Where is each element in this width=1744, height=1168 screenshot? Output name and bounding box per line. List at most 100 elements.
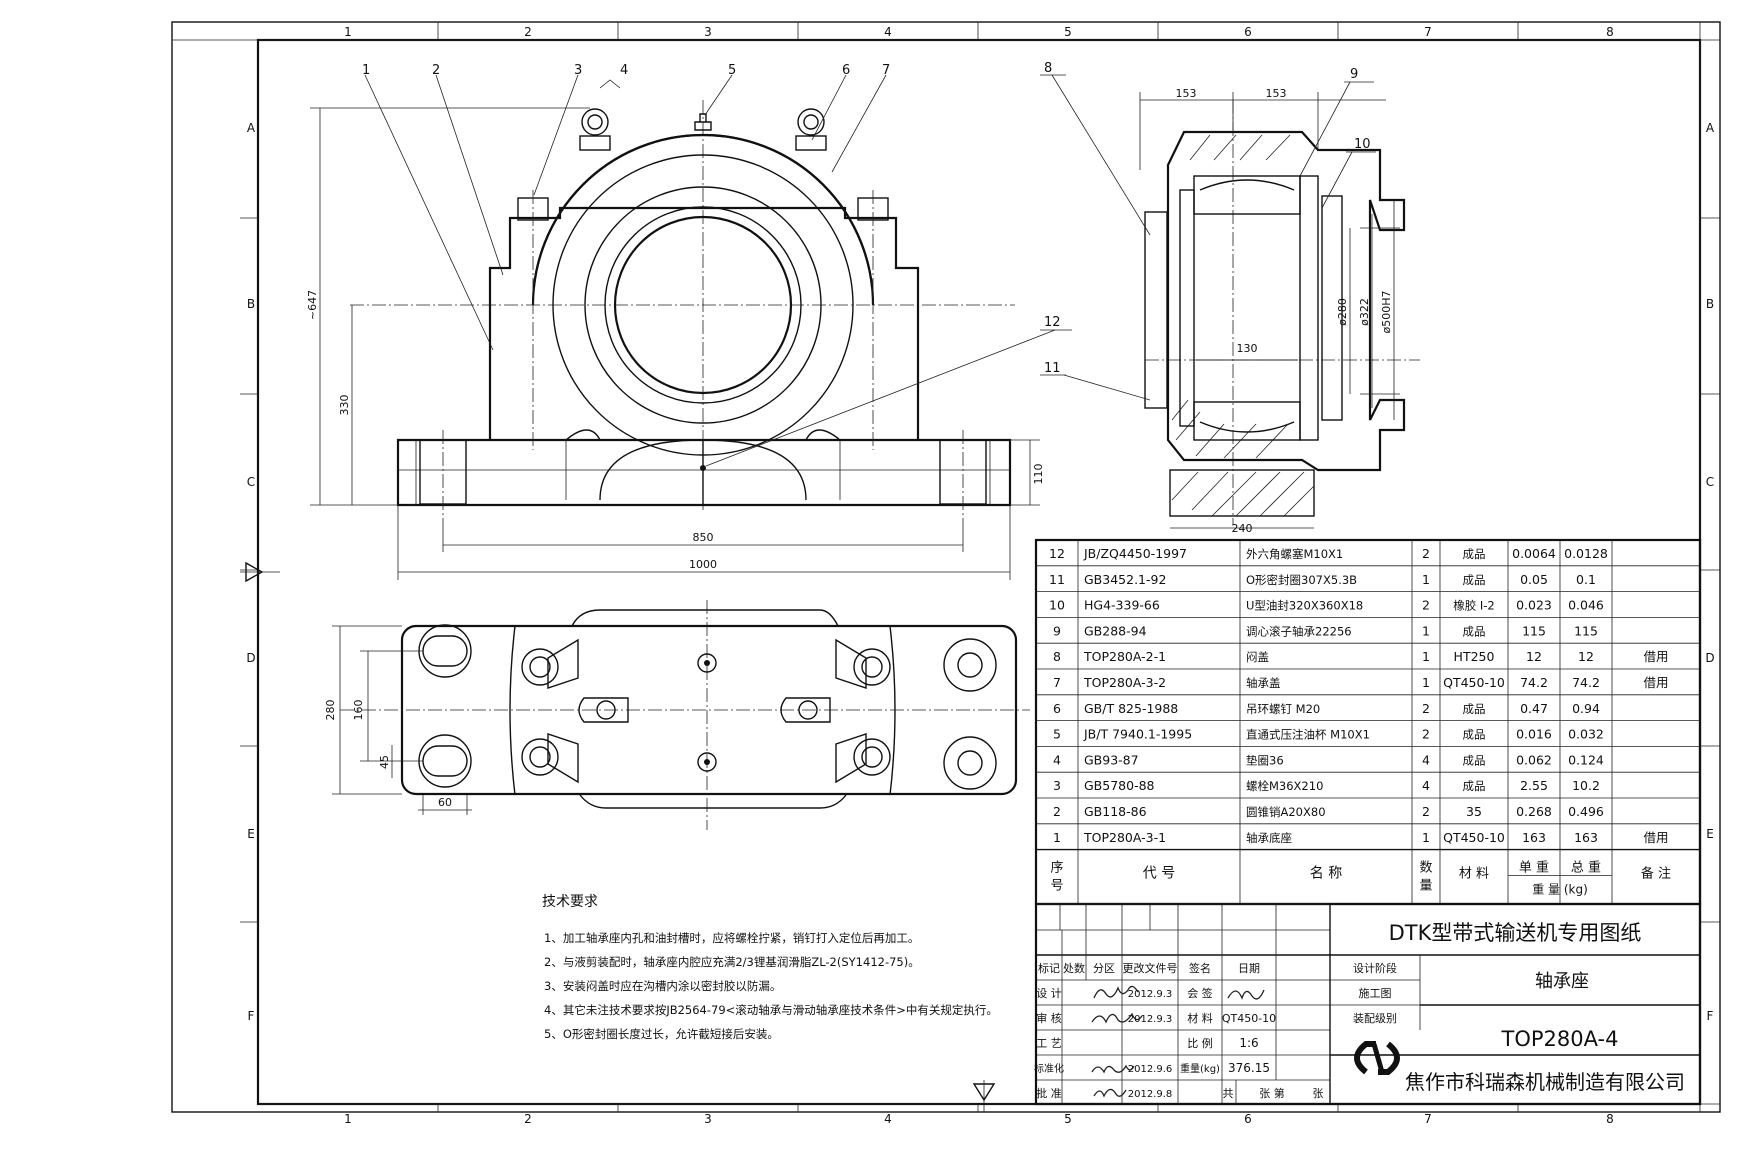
tb-label-total-sheets: 共	[1223, 1087, 1234, 1100]
balloon-2: 2	[432, 63, 440, 78]
zone-row-left: F	[248, 1009, 255, 1023]
tb-scale-value: 1:6	[1239, 1036, 1258, 1050]
bom-header-remark: 备 注	[1641, 866, 1671, 882]
bom-cell-total: 0.124	[1568, 752, 1604, 767]
zone-col-top: 2	[524, 25, 532, 39]
bom-header-name: 名 称	[1310, 866, 1342, 882]
tb-label-material: 材 料	[1187, 1011, 1213, 1025]
balloon-11: 11	[1044, 361, 1061, 376]
bom-cell-qty: 2	[1422, 727, 1430, 742]
tb-label-scale: 比 例	[1187, 1036, 1213, 1050]
tb-label-countersign: 会 签	[1187, 986, 1213, 1000]
dim-inner-width: 130	[1237, 342, 1258, 355]
bom-cell-no: 10	[1049, 598, 1065, 613]
tb-weight-value: 376.15	[1228, 1061, 1270, 1075]
bom-cell-code: GB118-86	[1084, 804, 1147, 819]
bom-header-total_weight: 总 重	[1571, 860, 1601, 876]
bom-cell-material: 橡胶 I-2	[1453, 599, 1495, 613]
bom-cell-no: 1	[1053, 830, 1061, 845]
bom-cell-no: 3	[1053, 778, 1061, 793]
zone-col-top: 5	[1064, 25, 1072, 39]
bom-cell-name: 直通式压注油杯 M10X1	[1246, 728, 1370, 742]
dim-right-width: 153	[1266, 87, 1287, 100]
bom-cell-code: GB288-94	[1084, 623, 1147, 638]
tb-label-weight: 重量(kg)	[1180, 1062, 1220, 1075]
tb-label-sheet-end: 张	[1313, 1087, 1324, 1100]
balloon-4: 4	[620, 63, 628, 78]
bom-cell-name: 闷盖	[1246, 650, 1269, 664]
zone-row-right: A	[1706, 121, 1715, 135]
bom-cell-name: 垫圈36	[1246, 753, 1284, 767]
tb-label-process: 工 艺	[1036, 1037, 1062, 1050]
bom-cell-unit: 74.2	[1520, 675, 1548, 690]
bom-cell-unit: 0.016	[1516, 727, 1552, 742]
zone-col-bottom: 8	[1606, 1112, 1614, 1126]
dim-overall-length: 1000	[689, 558, 717, 571]
tb-label-mark: 标记	[1038, 961, 1060, 975]
bom-cell-no: 6	[1053, 701, 1061, 716]
bom-cell-code: TOP280A-3-2	[1083, 675, 1166, 690]
bom-cell-qty: 2	[1422, 804, 1430, 819]
zone-row-left: A	[247, 121, 256, 135]
bom-cell-material: QT450-10	[1443, 830, 1505, 845]
tech-req-item: 5、O形密封圈长度过长，允许截短接后安装。	[544, 1027, 779, 1041]
bom-cell-qty: 1	[1422, 830, 1430, 845]
zone-row-left: E	[247, 827, 255, 841]
bom-cell-no: 9	[1053, 623, 1061, 638]
plan-dimensions	[332, 625, 472, 815]
dim-bolt-spacing: 850	[693, 531, 714, 544]
zone-row-right: E	[1706, 827, 1714, 841]
section-dimensions	[1139, 92, 1395, 529]
balloon-5: 5	[728, 63, 736, 78]
tb-label-count: 处数	[1063, 962, 1085, 975]
tech-req-title: 技术要求	[542, 894, 598, 910]
bom-cell-unit: 12	[1526, 649, 1542, 664]
tb-review-date: 2012.9.3	[1128, 1014, 1173, 1025]
balloon-10: 10	[1354, 137, 1371, 152]
zone-col-bottom: 7	[1424, 1112, 1432, 1126]
bom-header-code: 代 号	[1143, 866, 1175, 882]
drawing-number: TOP280A-4	[1501, 1027, 1619, 1051]
bom-cell-unit: 0.268	[1516, 804, 1552, 819]
bom-cell-name: 圆锥销A20X80	[1246, 805, 1326, 819]
tb-label-approve: 批 准	[1036, 1086, 1062, 1100]
bom-cell-no: 8	[1053, 649, 1061, 664]
tb-standard-date: 2012.9.6	[1128, 1064, 1173, 1075]
bom-cell-code: TOP280A-2-1	[1083, 649, 1166, 664]
dim-plan-bolt-spacing: 160	[352, 700, 365, 721]
bom-cell-total: 0.046	[1568, 598, 1604, 613]
zone-row-right: B	[1706, 297, 1714, 311]
tech-req-item: 1、加工轴承座内孔和油封槽时，应将螺栓拧紧，销钉打入定位后再加工。	[544, 931, 919, 945]
bom-cell-name: 轴承底座	[1246, 831, 1292, 845]
bom-cell-total: 163	[1574, 830, 1598, 845]
dim-left-width: 153	[1176, 87, 1197, 100]
bom-header-unit_weight: 单 重	[1519, 860, 1549, 876]
tech-req-item: 3、安装闷盖时应在沟槽内涂以密封胶以防漏。	[544, 979, 781, 993]
section-view	[1040, 74, 1420, 529]
tb-label-stage: 设计阶段	[1353, 961, 1397, 975]
bom-cell-qty: 1	[1422, 623, 1430, 638]
bom-cell-material: QT450-10	[1443, 675, 1505, 690]
zone-col-bottom: 3	[704, 1112, 712, 1126]
bom-cell-material: 成品	[1463, 753, 1486, 767]
section-leaders	[1040, 74, 1376, 401]
zone-col-bottom: 6	[1244, 1112, 1252, 1126]
signature-review	[1091, 1012, 1143, 1024]
zone-row-right: D	[1705, 651, 1714, 665]
bom-cell-total: 0.032	[1568, 727, 1604, 742]
signature-countersign	[1227, 989, 1265, 1000]
signature-design	[1093, 985, 1139, 999]
tb-material-value: QT450-10	[1222, 1012, 1276, 1025]
bom-cell-unit: 0.0064	[1512, 546, 1556, 561]
bom-cell-total: 0.496	[1568, 804, 1604, 819]
zone-col-top: 3	[704, 25, 712, 39]
balloon-7: 7	[882, 63, 890, 78]
bom-header-weight-unit: 重 量 (kg)	[1532, 883, 1588, 897]
part-name: 轴承座	[1535, 971, 1589, 992]
tb-design-date: 2012.9.3	[1128, 989, 1173, 1000]
bom-cell-unit: 163	[1522, 830, 1546, 845]
dim-housing: ø500H7	[1380, 291, 1393, 334]
bom-cell-qty: 4	[1422, 752, 1430, 767]
